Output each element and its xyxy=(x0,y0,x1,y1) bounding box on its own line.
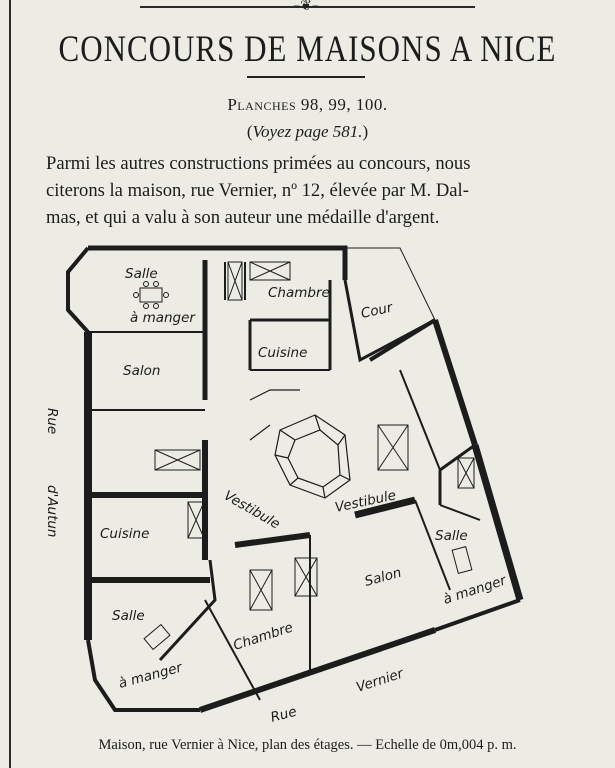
label-a-manger-right: à manger xyxy=(441,572,509,608)
label-vernier: Vernier xyxy=(354,665,406,696)
body-line-3: mas, et qui a valu à son auteur une méda… xyxy=(46,207,440,228)
label-vestibule-left: Vestibule xyxy=(221,488,283,533)
label-a-manger-bottom: à manger xyxy=(117,659,185,692)
label-chambre-bottom: Chambre xyxy=(231,619,295,653)
label-salle-bottom: Salle xyxy=(112,608,145,624)
label-cuisine-left: Cuisine xyxy=(100,526,149,542)
label-chambre-top: Chambre xyxy=(268,285,330,301)
cupboard-icons xyxy=(154,261,475,611)
ornament-icon: –❦– xyxy=(293,0,319,14)
label-rue-left: Rue xyxy=(44,408,60,434)
body-line-1: Parmi les autres constructions primées a… xyxy=(46,153,471,174)
title-underline xyxy=(247,76,365,78)
body-line-2: citerons la maison, rue Vernier, nº 12, … xyxy=(46,180,469,201)
label-salle-right: Salle xyxy=(435,528,468,544)
label-dautun: d'Autun xyxy=(44,485,60,537)
label-salon-bottom: Salon xyxy=(363,565,403,590)
page-reference: (Voyez page 581.) xyxy=(246,122,369,141)
body-paragraph: Parmi les autres constructions primées a… xyxy=(46,150,566,231)
dining-table-icons xyxy=(133,281,473,651)
top-rule xyxy=(140,6,475,8)
label-salon-left: Salon xyxy=(123,363,160,379)
label-salle-top: Salle xyxy=(125,266,158,282)
label-rue-bottom: Rue xyxy=(269,704,298,726)
left-margin-rule xyxy=(9,0,11,768)
floor-plan: Salle à manger Chambre Cour Cuisine Salo… xyxy=(44,245,524,726)
label-cuisine-top: Cuisine xyxy=(258,345,307,361)
article-title: CONCOURS DE MAISONS A NICE xyxy=(58,28,557,70)
staircase-icon xyxy=(249,389,351,499)
page-reference-text: Voyez page 581. xyxy=(252,122,363,141)
planches-reference: Planches 98, 99, 100. xyxy=(227,95,388,114)
label-a-manger-top: à manger xyxy=(130,310,196,326)
figure-caption: Maison, rue Vernier à Nice, plan des éta… xyxy=(98,737,517,753)
label-cour: Cour xyxy=(360,299,396,322)
